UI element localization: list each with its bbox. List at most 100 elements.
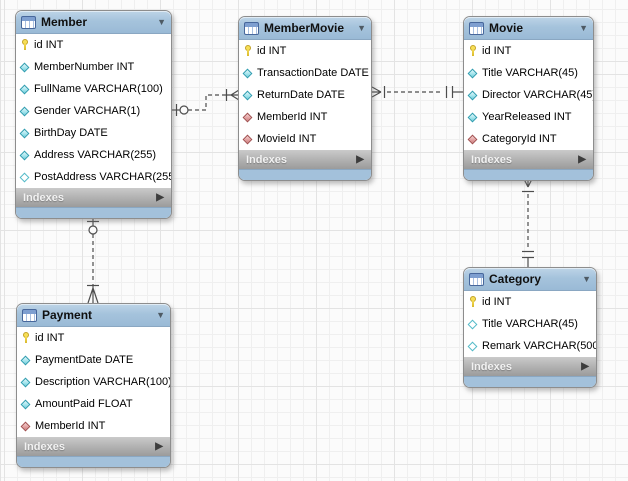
column-row[interactable]: MemberNumber INT <box>16 56 171 78</box>
table-member[interactable]: Member ▼ id INT MemberNumber INT FullNam… <box>15 10 172 219</box>
column-row[interactable]: Title VARCHAR(45) <box>464 62 593 84</box>
indexes-label: Indexes <box>23 191 64 204</box>
column-label: Gender VARCHAR(1) <box>34 105 141 117</box>
column-label: PaymentDate DATE <box>35 354 134 366</box>
expand-arrow-icon[interactable]: ▶ <box>356 153 364 165</box>
indexes-bar[interactable]: Indexes ▶ <box>239 150 371 169</box>
column-row[interactable]: YearReleased INT <box>464 106 593 128</box>
collapse-arrow-icon[interactable]: ▼ <box>357 22 366 33</box>
column-row[interactable]: MemberId INT <box>17 415 170 437</box>
collapse-arrow-icon[interactable]: ▼ <box>156 309 165 320</box>
expand-arrow-icon[interactable]: ▶ <box>155 440 163 452</box>
table-member-header[interactable]: Member ▼ <box>16 11 171 34</box>
column-list: id INT PaymentDate DATE Description VARC… <box>17 327 170 437</box>
indexes-bar[interactable]: Indexes ▶ <box>17 437 170 456</box>
column-label: id INT <box>482 296 512 308</box>
column-label: Description VARCHAR(100) <box>35 376 170 388</box>
attribute-icon <box>467 112 478 122</box>
column-row[interactable]: MemberId INT <box>239 106 371 128</box>
table-footer <box>239 169 371 180</box>
column-label: ReturnDate DATE <box>257 89 345 101</box>
column-row[interactable]: PostAddress VARCHAR(255) <box>16 166 171 188</box>
column-row[interactable]: id INT <box>17 327 170 349</box>
relationship-member-membermovie[interactable] <box>172 89 240 116</box>
indexes-bar[interactable]: Indexes ▶ <box>464 357 596 376</box>
column-label: Address VARCHAR(255) <box>34 149 157 161</box>
attribute-nullable-icon <box>19 172 30 182</box>
foreign-key-icon <box>20 421 31 431</box>
column-label: MovieId INT <box>257 133 317 145</box>
table-payment-header[interactable]: Payment ▼ <box>17 304 170 327</box>
column-row[interactable]: id INT <box>239 40 371 62</box>
table-title: Movie <box>489 21 524 35</box>
indexes-bar[interactable]: Indexes ▶ <box>464 150 593 169</box>
column-row[interactable]: Title VARCHAR(45) <box>464 313 596 335</box>
expand-arrow-icon[interactable]: ▶ <box>581 360 589 372</box>
column-label: AmountPaid FLOAT <box>35 398 133 410</box>
attribute-icon <box>242 68 253 78</box>
column-row[interactable]: id INT <box>16 34 171 56</box>
table-category[interactable]: Category ▼ id INT Title VARCHAR(45) Rema… <box>463 267 597 388</box>
column-list: id INT TransactionDate DATE ReturnDate D… <box>239 40 371 150</box>
column-row[interactable]: id INT <box>464 40 593 62</box>
column-row[interactable]: Gender VARCHAR(1) <box>16 100 171 122</box>
collapse-arrow-icon[interactable]: ▼ <box>582 273 591 284</box>
primary-key-icon <box>468 45 477 57</box>
attribute-icon <box>19 84 30 94</box>
column-row[interactable]: Description VARCHAR(100) <box>17 371 170 393</box>
table-icon <box>21 15 36 29</box>
relationship-movie-category[interactable] <box>522 176 534 267</box>
foreign-key-icon <box>467 134 478 144</box>
column-label: MemberId INT <box>257 111 328 123</box>
table-title: MemberMovie <box>264 21 345 35</box>
table-movie-header[interactable]: Movie ▼ <box>464 17 593 40</box>
column-row[interactable]: BirthDay DATE <box>16 122 171 144</box>
column-row[interactable]: FullName VARCHAR(100) <box>16 78 171 100</box>
column-row[interactable]: PaymentDate DATE <box>17 349 170 371</box>
table-icon <box>469 272 484 286</box>
table-membermovie-header[interactable]: MemberMovie ▼ <box>239 17 371 40</box>
table-movie[interactable]: Movie ▼ id INT Title VARCHAR(45) Directo… <box>463 16 594 181</box>
column-row[interactable]: Remark VARCHAR(500) <box>464 335 596 357</box>
table-title: Payment <box>42 308 93 322</box>
collapse-arrow-icon[interactable]: ▼ <box>579 22 588 33</box>
column-label: Title VARCHAR(45) <box>482 318 578 330</box>
column-row[interactable]: MovieId INT <box>239 128 371 150</box>
column-row[interactable]: Address VARCHAR(255) <box>16 144 171 166</box>
table-footer <box>17 456 170 467</box>
indexes-label: Indexes <box>471 360 512 373</box>
indexes-bar[interactable]: Indexes ▶ <box>16 188 171 207</box>
table-membermovie[interactable]: MemberMovie ▼ id INT TransactionDate DAT… <box>238 16 372 181</box>
attribute-icon <box>467 90 478 100</box>
column-label: Remark VARCHAR(500) <box>482 340 596 352</box>
table-category-header[interactable]: Category ▼ <box>464 268 596 291</box>
primary-key-icon <box>21 332 30 344</box>
attribute-icon <box>20 399 31 409</box>
attribute-icon <box>19 106 30 116</box>
table-footer <box>464 169 593 180</box>
column-row[interactable]: Director VARCHAR(45) <box>464 84 593 106</box>
attribute-nullable-icon <box>467 341 478 351</box>
attribute-icon <box>19 62 30 72</box>
table-title: Category <box>489 272 542 286</box>
column-row[interactable]: id INT <box>464 291 596 313</box>
attribute-icon <box>19 128 30 138</box>
foreign-key-icon <box>242 112 253 122</box>
column-row[interactable]: TransactionDate DATE <box>239 62 371 84</box>
column-label: BirthDay DATE <box>34 127 108 139</box>
expand-arrow-icon[interactable]: ▶ <box>578 153 586 165</box>
table-payment[interactable]: Payment ▼ id INT PaymentDate DATE Descri… <box>16 303 171 468</box>
column-label: MemberNumber INT <box>34 61 135 73</box>
relationship-membermovie-movie[interactable] <box>371 86 463 98</box>
primary-key-icon <box>243 45 252 57</box>
relationship-member-payment[interactable] <box>87 216 99 304</box>
column-row[interactable]: AmountPaid FLOAT <box>17 393 170 415</box>
indexes-label: Indexes <box>246 153 287 166</box>
foreign-key-icon <box>242 134 253 144</box>
collapse-arrow-icon[interactable]: ▼ <box>157 16 166 27</box>
column-row[interactable]: CategoryId INT <box>464 128 593 150</box>
column-row[interactable]: ReturnDate DATE <box>239 84 371 106</box>
expand-arrow-icon[interactable]: ▶ <box>156 191 164 203</box>
